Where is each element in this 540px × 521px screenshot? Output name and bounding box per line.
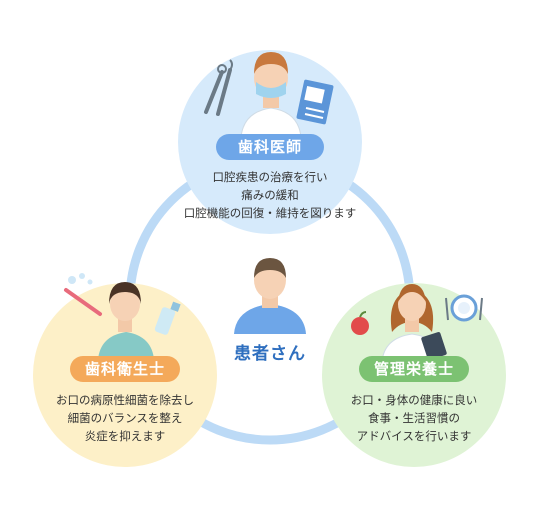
nutritionist-illustration [351,284,483,363]
dentist-desc-line-2: 痛みの緩和 [241,188,299,202]
nutritionist-desc-line-3: アドバイスを行います [356,429,472,443]
hygienist-description: お口の病原性細菌を除去し 細菌のバランスを整え 炎症を抑えます [25,391,225,445]
dentist-desc-line-1: 口腔疾患の治療を行い [212,170,328,184]
dentist-illustration [204,52,334,139]
nutritionist-desc-line-1: お口・身体の健康に良い [350,393,478,407]
plate-cutlery-icon [445,294,483,322]
clipboard-icon [421,332,447,360]
patient-icon [234,258,306,334]
dental-tools-icon [204,59,233,116]
hygienist-desc-line-3: 炎症を抑えます [84,429,166,443]
nutritionist-description: お口・身体の健康に良い 食事・生活習慣の アドバイスを行います [314,391,514,445]
patient-label: 患者さん [234,344,306,364]
hygienist-illustration [64,273,181,360]
hygienist-desc-line-1: お口の病原性細菌を除去し [56,393,194,407]
dentist-title-badge: 歯科医師 [216,134,324,160]
toothpaste-icon [154,301,181,335]
nutritionist-title-badge: 管理栄養士 [359,356,469,382]
hygienist-title-badge: 歯科衛生士 [70,356,180,382]
toothbrush-icon [64,273,102,316]
apple-icon [351,311,369,335]
dentist-description: 口腔疾患の治療を行い 痛みの緩和 口腔機能の回復・維持を図ります [170,168,370,222]
dentist-desc-line-3: 口腔機能の回復・維持を図ります [183,206,357,220]
dental-chart-icon [296,79,334,125]
hygienist-desc-line-2: 細菌のバランスを整え [67,411,183,425]
nutritionist-desc-line-2: 食事・生活習慣の [368,411,460,425]
